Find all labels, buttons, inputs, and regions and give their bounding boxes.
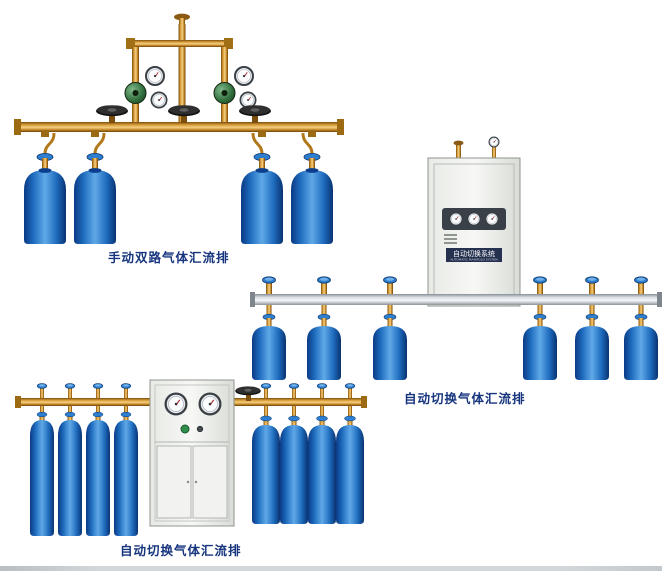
cylinder-station: [306, 276, 342, 381]
valve-knob: [634, 276, 648, 284]
valve-handwheel: [235, 386, 261, 396]
cabinet-nameplate: [446, 248, 502, 262]
valve-knob: [383, 276, 397, 284]
pressure-gauge: [198, 392, 222, 416]
cylinder-station: [113, 383, 139, 537]
vent-slit: [444, 234, 457, 236]
valve-knob: [585, 276, 599, 284]
control-cabinet: [149, 379, 235, 527]
product-photo-auto-switch-manifold: 自动切换系统 AUTOMATIC MANIFOLD SYSTEM: [250, 136, 662, 381]
manifold-pipe: [250, 292, 662, 307]
cylinder-station: [372, 276, 408, 381]
cabinet-door: [192, 445, 228, 519]
header-pipe: [14, 119, 344, 135]
cabinet-nameplate-subtitle: AUTOMATIC MANIFOLD SYSTEM: [450, 258, 498, 262]
gas-cylinder: [279, 415, 309, 525]
valve-handwheel: [96, 105, 128, 117]
header-valve-wheel: [235, 386, 261, 401]
gas-cylinder: [23, 152, 67, 245]
gas-cylinder: [306, 313, 342, 381]
control-knob: [196, 425, 204, 433]
valve-knob: [260, 383, 272, 389]
cabinet-top-fittings: [453, 136, 500, 160]
bottom-edge-artifact: [0, 566, 662, 571]
caption-auto-switch-manifold: 自动切换气体汇流排: [404, 391, 526, 406]
cylinder-station: [307, 383, 337, 525]
indicator-light: [180, 424, 190, 434]
valve-knob: [120, 383, 132, 389]
top-inlet-valve: [174, 13, 190, 26]
right-regulator: [213, 66, 257, 126]
pressure-gauge: [150, 91, 168, 109]
pressure-gauge: [164, 392, 188, 416]
valve-handwheel: [239, 105, 271, 117]
valve-knob: [64, 383, 76, 389]
gas-cylinder: [335, 415, 365, 525]
branch-pipe: [126, 38, 233, 87]
cylinder-station: [29, 383, 55, 537]
gas-cylinder: [522, 313, 558, 381]
valve-knob: [317, 276, 331, 284]
gas-cylinder: [251, 415, 281, 525]
gas-cylinder: [113, 411, 139, 537]
cylinder-station: [57, 383, 83, 537]
valve-knob: [288, 383, 300, 389]
gas-cylinder: [372, 313, 408, 381]
cylinder-station: [240, 130, 284, 245]
cylinder-station: [23, 130, 67, 245]
valve-knob: [36, 383, 48, 389]
gas-cylinder: [57, 411, 83, 537]
header-valve-wheels: [96, 105, 271, 123]
gas-cylinder: [85, 411, 111, 537]
pressure-gauge: [488, 136, 500, 148]
cylinder-station: [574, 276, 610, 381]
gas-cylinder: [623, 313, 659, 381]
left-regulator: [124, 66, 168, 126]
cylinder-station: [623, 276, 659, 381]
product-photo-auto-switch-manifold-cabinet: [15, 379, 367, 537]
gas-cylinder: [251, 313, 287, 381]
cabinet-door: [156, 445, 192, 519]
caption-auto-switch-manifold-cabinet: 自动切换气体汇流排: [120, 543, 242, 558]
cylinder-station: [522, 276, 558, 381]
control-cabinet: 自动切换系统 AUTOMATIC MANIFOLD SYSTEM: [427, 157, 521, 307]
gas-cylinder: [307, 415, 337, 525]
cylinder-station: [251, 383, 281, 525]
pressure-gauge: [234, 66, 254, 86]
valve-knob: [92, 383, 104, 389]
product-photo-manual-dual-manifold: [14, 13, 344, 245]
cylinder-station: [335, 383, 365, 525]
pressure-gauge: [145, 66, 165, 86]
cabinet-nameplate-title: 自动切换系统: [453, 249, 495, 258]
gas-cylinder: [73, 152, 117, 245]
pressure-gauge: [467, 211, 481, 227]
gas-cylinder: [574, 313, 610, 381]
pressure-gauge: [449, 211, 463, 227]
cylinder-station: [279, 383, 309, 525]
valve-knob: [344, 383, 356, 389]
feed-pipe: [178, 24, 186, 126]
valve-knob: [533, 276, 547, 284]
gas-cylinder: [29, 411, 55, 537]
vent-slit: [444, 242, 457, 244]
valve-knob: [316, 383, 328, 389]
caption-manual-dual-manifold: 手动双路气体汇流排: [108, 250, 230, 265]
cylinder-station: [73, 130, 117, 245]
vent-slit: [444, 238, 457, 240]
valve-handwheel: [168, 105, 200, 117]
cylinder-station: [251, 276, 287, 381]
valve-knob: [262, 276, 276, 284]
pressure-gauge: [485, 211, 499, 227]
cylinder-station: [85, 383, 111, 537]
cylinder-station: [290, 130, 334, 245]
